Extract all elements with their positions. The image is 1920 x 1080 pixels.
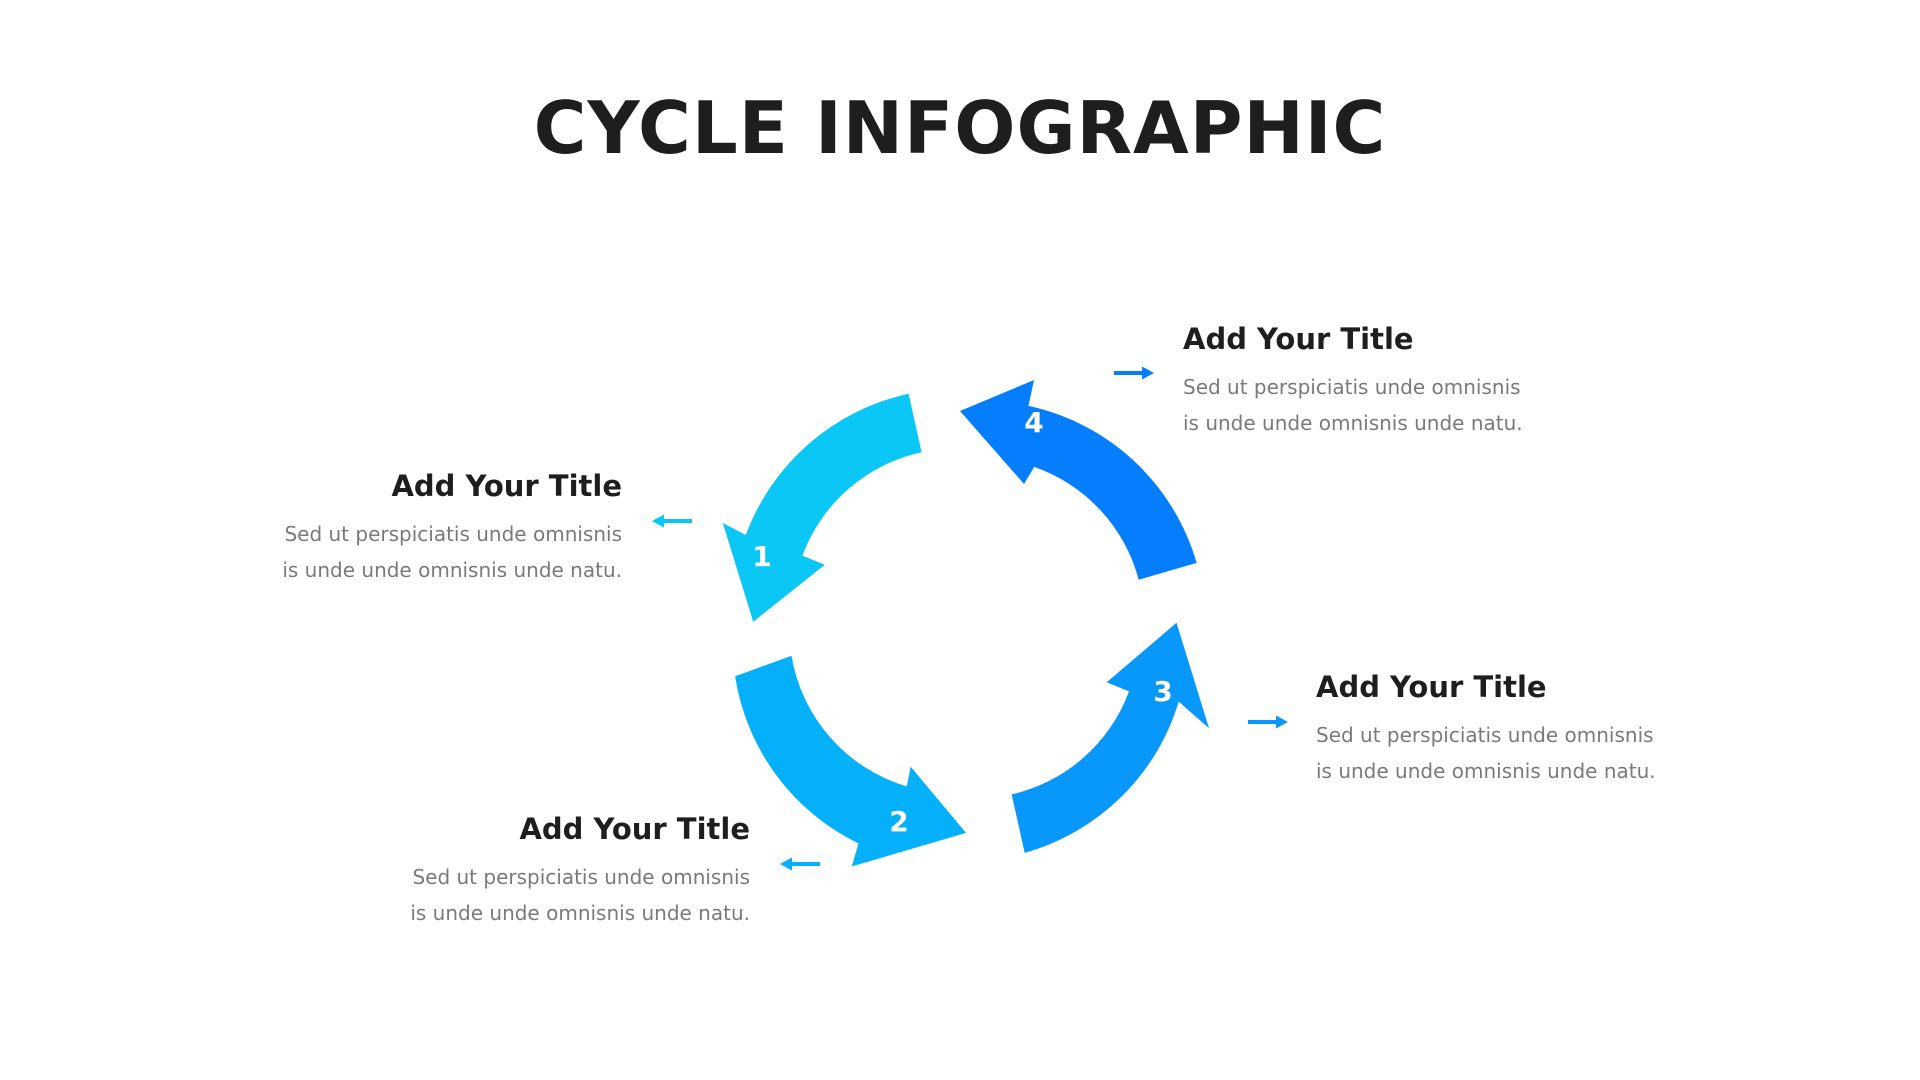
callout-step-1: Add Your Title Sed ut perspiciatis unde … — [152, 468, 622, 588]
callout-title-4: Add Your Title — [1183, 322, 1414, 356]
arrow-left-icon — [652, 514, 692, 528]
cycle-arrow-3 — [1011, 622, 1209, 853]
arrow-right-icon — [1114, 366, 1154, 380]
callout-line: is unde unde omnisnis unde natu. — [410, 901, 750, 925]
callout-title-1: Add Your Title — [391, 469, 622, 503]
callout-line: Sed ut perspiciatis unde omnisnis — [1183, 375, 1521, 399]
cycle-arrow-2 — [735, 655, 966, 867]
callout-title-2: Add Your Title — [519, 812, 750, 846]
callout-title-3: Add Your Title — [1316, 670, 1547, 704]
callout-step-3: Add Your Title Sed ut perspiciatis unde … — [1316, 669, 1786, 789]
callout-line: Sed ut perspiciatis unde omnisnis — [412, 865, 750, 889]
cycle-segment-4: 4 — [960, 380, 1197, 580]
callout-description-3: Sed ut perspiciatis unde omnisnis is und… — [1316, 717, 1786, 789]
callout-description-1: Sed ut perspiciatis unde omnisnis is und… — [152, 516, 622, 588]
callout-line: is unde unde omnisnis unde natu. — [1316, 759, 1656, 783]
callout-line: is unde unde omnisnis unde natu. — [282, 558, 622, 582]
cycle-arrow-1 — [722, 393, 922, 622]
step-number-1: 1 — [752, 540, 771, 573]
page-title: CYCLE INFOGRAPHIC — [533, 86, 1387, 170]
callout-step-2: Add Your Title Sed ut perspiciatis unde … — [280, 811, 750, 931]
step-number-3: 3 — [1153, 675, 1172, 708]
callout-line: is unde unde omnisnis unde natu. — [1183, 411, 1523, 435]
cycle-segment-3: 3 — [1011, 622, 1209, 853]
callout-description-2: Sed ut perspiciatis unde omnisnis is und… — [280, 859, 750, 931]
cycle-arrow-4 — [960, 380, 1197, 580]
arrow-left-icon — [780, 857, 820, 871]
callout-description-4: Sed ut perspiciatis unde omnisnis is und… — [1183, 369, 1653, 441]
cycle-segment-1: 1 — [722, 393, 922, 622]
step-number-2: 2 — [889, 805, 908, 838]
step-number-4: 4 — [1024, 406, 1043, 439]
callout-step-4: Add Your Title Sed ut perspiciatis unde … — [1183, 321, 1653, 441]
callout-line: Sed ut perspiciatis unde omnisnis — [284, 522, 622, 546]
cycle-segment-2: 2 — [735, 655, 966, 867]
callout-line: Sed ut perspiciatis unde omnisnis — [1316, 723, 1654, 747]
arrow-right-icon — [1248, 715, 1288, 729]
